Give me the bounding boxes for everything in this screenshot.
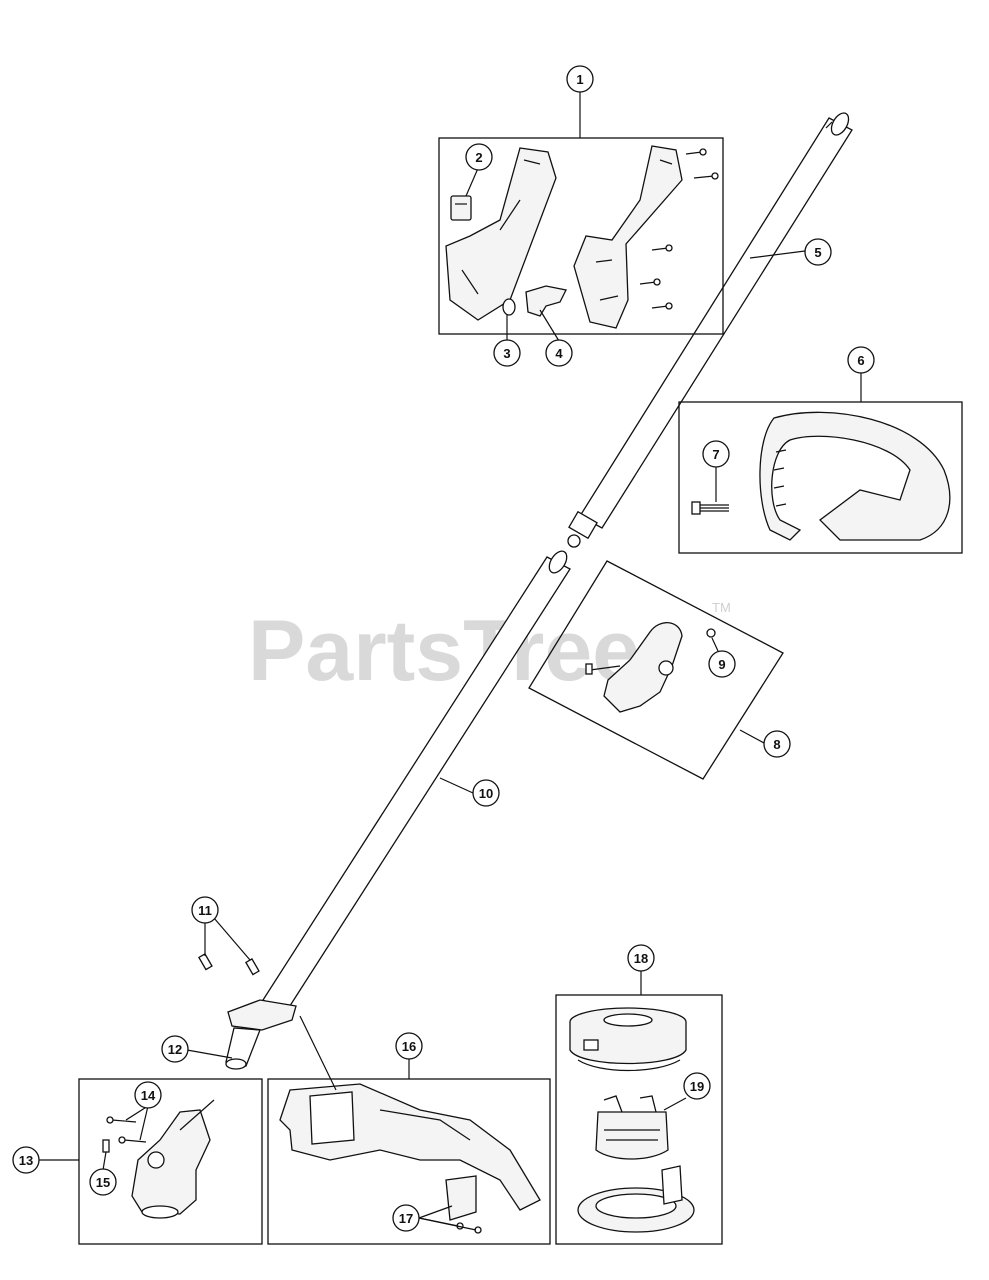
callout-6[interactable]: 6 <box>847 346 875 374</box>
gear-head-screws-part[interactable] <box>106 1116 147 1144</box>
callout-18-label: 18 <box>634 951 648 966</box>
gear-head-box <box>78 1078 263 1245</box>
callout-8-label: 8 <box>773 737 780 752</box>
callout-10[interactable]: 10 <box>472 779 500 807</box>
clamp-bolts-part[interactable] <box>198 953 260 976</box>
callout-15[interactable]: 15 <box>89 1168 117 1196</box>
trimmer-head-box <box>555 994 723 1245</box>
callout-14-label: 14 <box>141 1088 156 1103</box>
callout-4[interactable]: 4 <box>545 339 573 367</box>
callout-12[interactable]: 12 <box>161 1035 189 1063</box>
callout-17-label: 17 <box>399 1211 413 1226</box>
callout-2-label: 2 <box>475 150 482 165</box>
assist-handle-bolt-part[interactable] <box>691 501 729 515</box>
watermark-trademark: TM <box>712 600 731 615</box>
callout-17[interactable]: 17 <box>392 1204 420 1232</box>
callout-9-label: 9 <box>718 657 725 672</box>
callout-13-label: 13 <box>19 1153 33 1168</box>
assist-handle-box <box>678 401 963 554</box>
guard-part[interactable] <box>279 1083 541 1211</box>
callout-3-label: 3 <box>503 346 510 361</box>
callout-4-label: 4 <box>555 346 563 361</box>
callout-2[interactable]: 2 <box>465 143 493 171</box>
spool-housing-part[interactable] <box>577 1165 695 1233</box>
callout-7[interactable]: 7 <box>702 440 730 468</box>
upper-shaft-part[interactable] <box>567 110 853 548</box>
switch-part[interactable] <box>450 195 472 221</box>
callout-14[interactable]: 14 <box>134 1081 162 1109</box>
handle-left-half-part[interactable] <box>445 147 557 321</box>
callout-8[interactable]: 8 <box>763 730 791 758</box>
leader-lines <box>37 92 862 1231</box>
shaft-clamp-part[interactable] <box>225 999 297 1070</box>
gear-head-pin-part[interactable] <box>102 1139 110 1153</box>
callout-19-label: 19 <box>690 1079 704 1094</box>
coupler-box <box>528 560 784 780</box>
callout-6-label: 6 <box>857 353 864 368</box>
handle-screws-part[interactable] <box>639 148 719 310</box>
callout-11[interactable]: 11 <box>191 896 219 924</box>
coupler-screw-part[interactable] <box>706 628 716 638</box>
watermark-text: PartsTree <box>248 603 640 699</box>
callout-12-label: 12 <box>168 1042 182 1057</box>
callout-10-label: 10 <box>479 786 493 801</box>
callout-5[interactable]: 5 <box>804 238 832 266</box>
gear-head-part[interactable] <box>131 1109 211 1219</box>
callout-1[interactable]: 1 <box>566 65 594 93</box>
trimmer-head-part[interactable] <box>569 1007 687 1072</box>
callout-16[interactable]: 16 <box>395 1032 423 1060</box>
callout-11-label: 11 <box>198 903 212 918</box>
callout-5-label: 5 <box>814 245 821 260</box>
handle-assembly-box <box>438 137 724 335</box>
spool-part[interactable] <box>595 1095 669 1160</box>
assist-handle-part[interactable] <box>759 411 951 541</box>
callout-7-label: 7 <box>712 447 719 462</box>
handle-right-half-part[interactable] <box>573 145 683 329</box>
callout-19[interactable]: 19 <box>683 1072 711 1100</box>
trigger-part[interactable] <box>525 285 567 317</box>
coupler-part[interactable] <box>585 622 683 713</box>
callout-3[interactable]: 3 <box>493 339 521 367</box>
callout-13[interactable]: 13 <box>12 1146 40 1174</box>
callout-18[interactable]: 18 <box>627 944 655 972</box>
callout-16-label: 16 <box>402 1039 416 1054</box>
callout-9[interactable]: 9 <box>708 650 736 678</box>
spring-part[interactable] <box>502 298 516 316</box>
callout-1-label: 1 <box>576 72 583 87</box>
callout-15-label: 15 <box>96 1175 110 1190</box>
